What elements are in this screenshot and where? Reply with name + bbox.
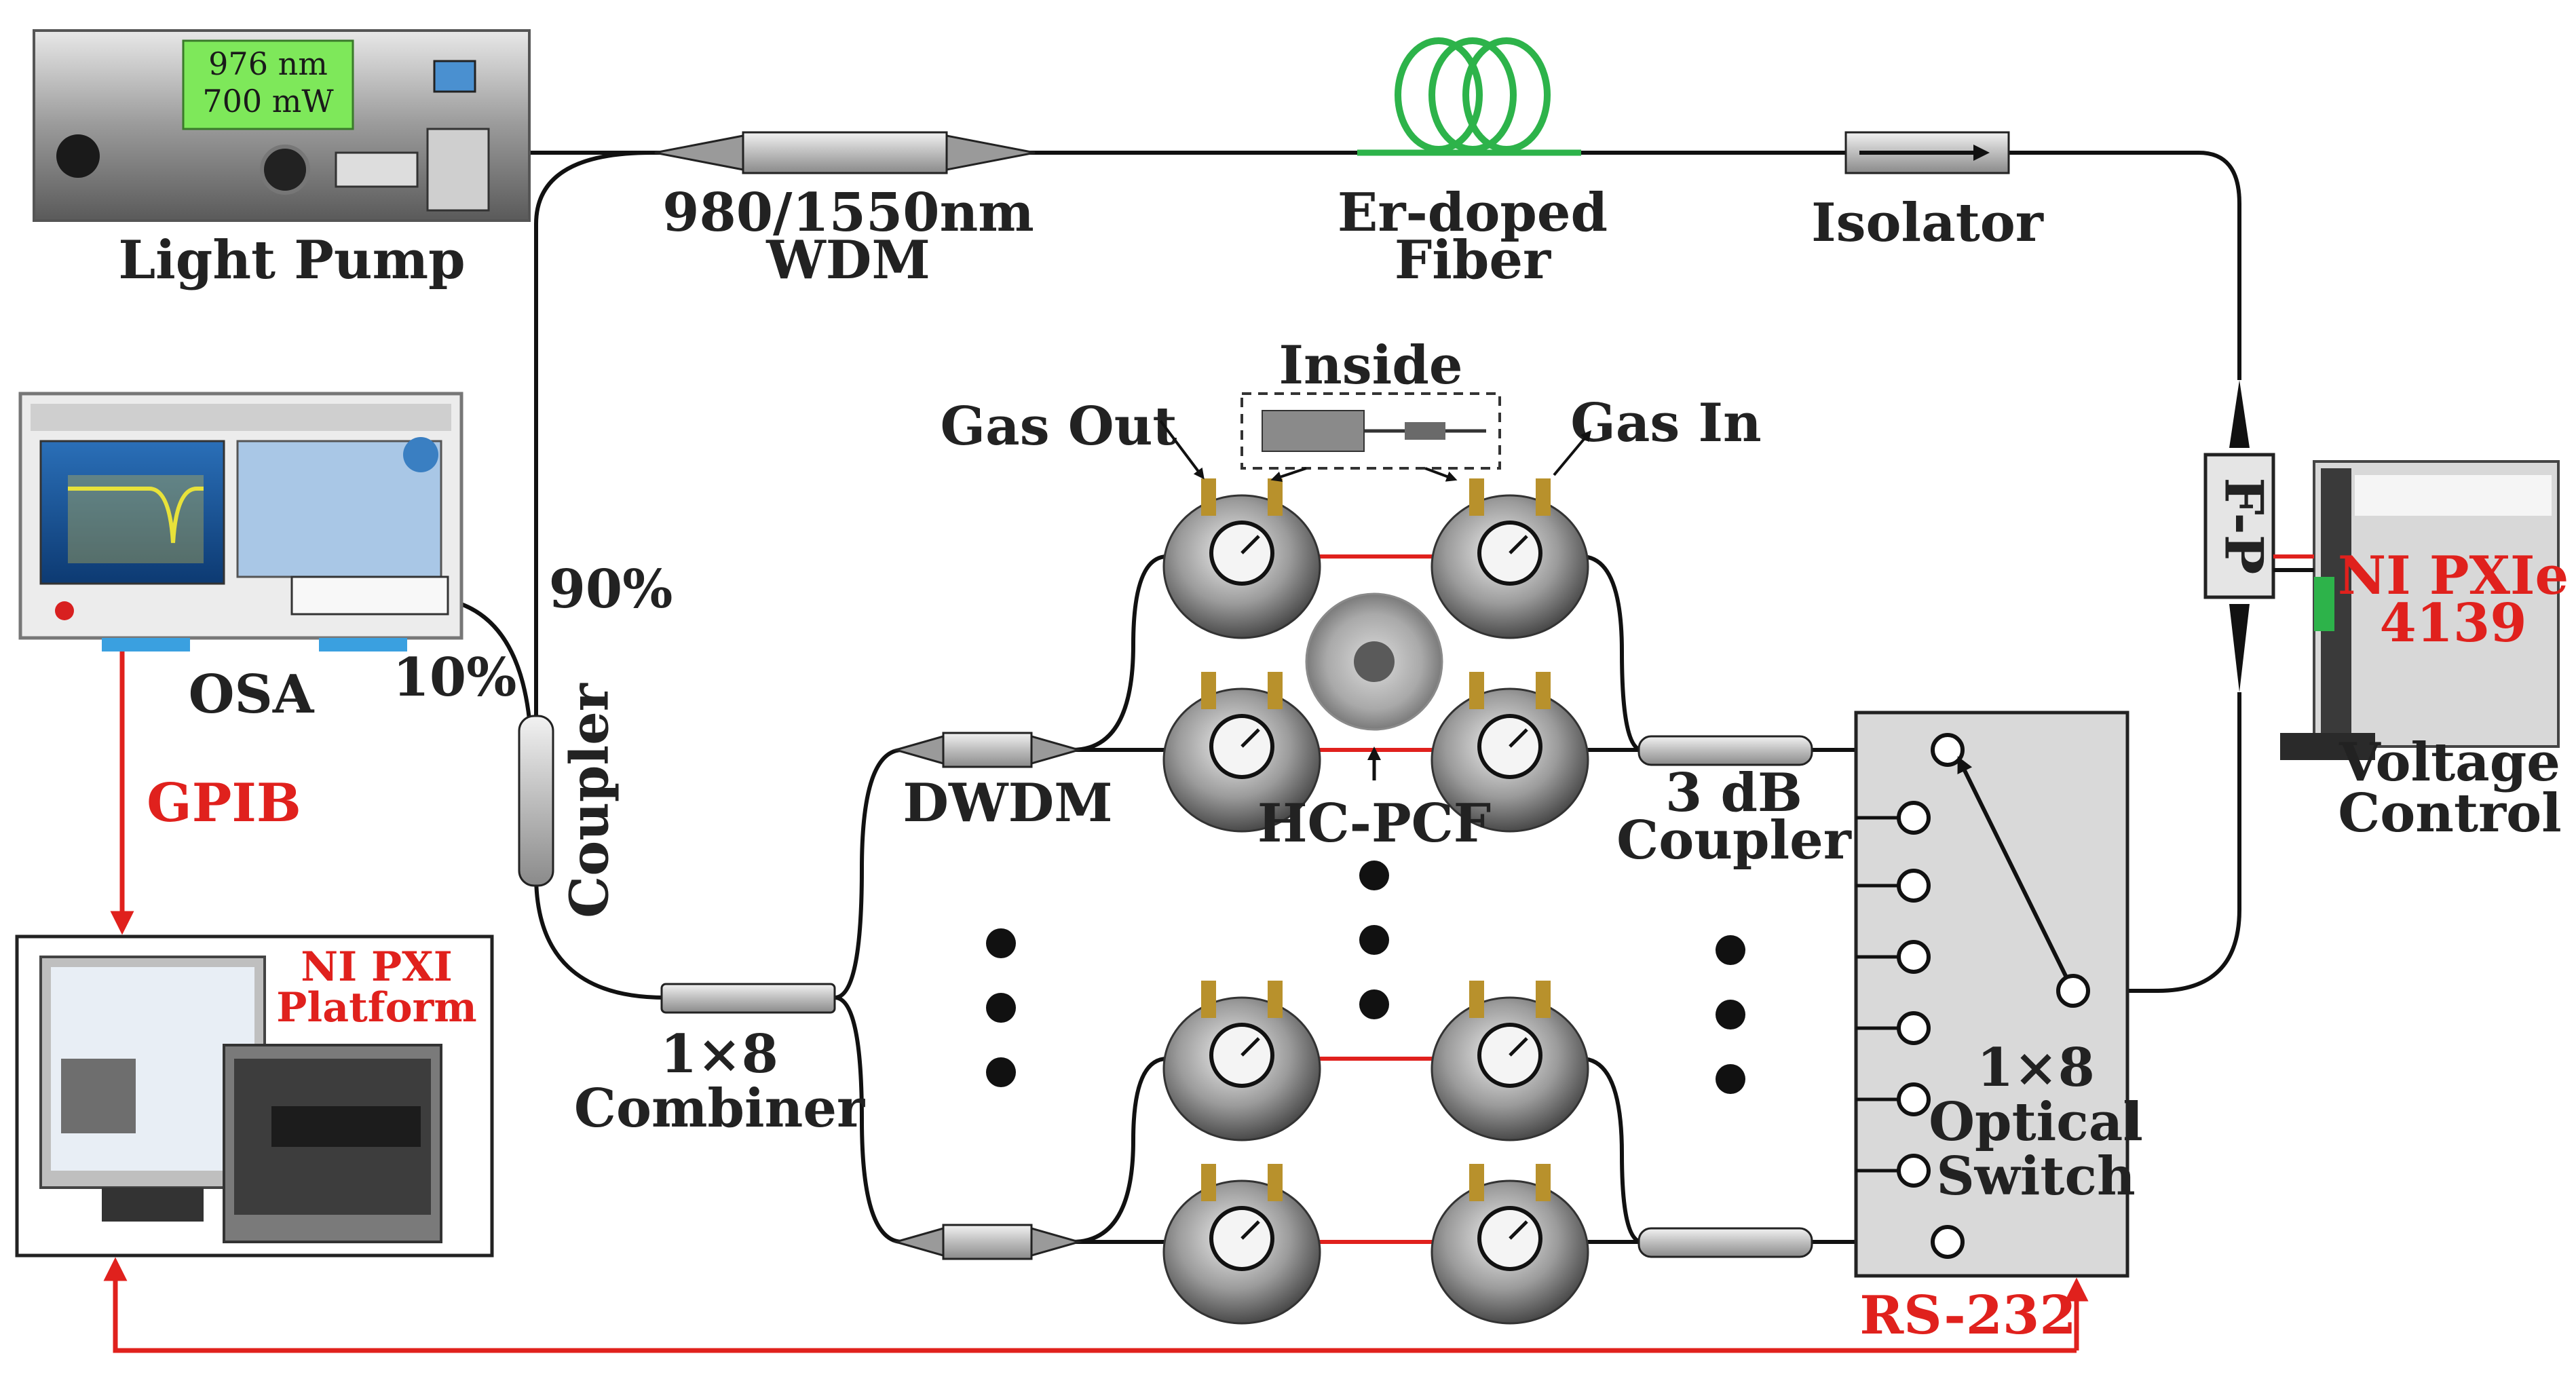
switch-ports — [1897, 733, 2090, 1259]
switch-lever — [1957, 756, 2068, 979]
fiber-cell-to-3db-1 — [1580, 554, 1643, 752]
gas-cell-row-8 — [1162, 1164, 1589, 1325]
dwdm-label: DWDM — [903, 772, 1112, 834]
ni-pxi-platform: NI PXI Platform — [15, 934, 494, 1258]
ni-pxie-label-top: NI PXIe — [2338, 545, 2569, 607]
isolator: Isolator — [1811, 131, 2044, 254]
osa-label: OSA — [189, 664, 315, 725]
optical-switch-1x8: 1×8 Optical Switch — [1854, 711, 2143, 1278]
gas-cell-row-2 — [1162, 672, 1589, 833]
pct-90-label: 90% — [549, 559, 673, 620]
pressure-gauge-icon — [1162, 672, 1321, 833]
coupler-tube — [518, 715, 554, 887]
ni-pxie-4139: NI PXIe 4139 Voltage Control — [2273, 460, 2569, 844]
fiber-combiner-to-dwdm1 — [834, 748, 903, 1000]
coupler: Coupler — [518, 683, 621, 918]
er-fiber-label-top: Er-doped — [1338, 182, 1608, 244]
gas-arrows — [1159, 419, 1592, 483]
computer-platform-icon — [39, 956, 442, 1243]
switch-label-1: 1×8 — [1977, 1037, 2095, 1099]
pressure-gauge-icon — [1431, 1164, 1589, 1325]
fiber-switch-to-fp — [2083, 692, 2241, 993]
voltage-label-bottom: Control — [2338, 782, 2562, 844]
inside-inset: Inside — [1240, 335, 1501, 470]
gas-cell-row-1 — [1162, 478, 1589, 639]
hc-pcf-cross-section — [1305, 592, 1443, 731]
rs232-link — [103, 1257, 2089, 1353]
fiber-combiner-to-dwdm8 — [834, 996, 903, 1244]
light-pump: 976 nm 700 mW Light Pump — [33, 29, 531, 291]
er-doped-fiber: Er-doped Fiber — [1338, 37, 1608, 291]
ni-pxie-label-bottom: 4139 — [2379, 592, 2526, 654]
fiber-paths — [420, 151, 2241, 1244]
ellipsis-dots — [986, 861, 1745, 1094]
wdm-label-top: 980/1550nm — [662, 182, 1034, 244]
pump-display — [182, 39, 354, 130]
combiner-1x8: 1×8 Combiner — [574, 983, 865, 1139]
spectrum-analyzer-icon — [18, 392, 463, 651]
fiber-wdm-to-coupler — [534, 151, 652, 719]
pump-power: 700 mW — [202, 83, 334, 119]
pressure-gauge-icon — [1162, 981, 1321, 1141]
fiber-dwdm1-upper — [1072, 554, 1168, 752]
combiner-label-bottom: Combiner — [574, 1078, 865, 1139]
combiner-label-top: 1×8 — [660, 1023, 778, 1085]
pump-output-port — [426, 128, 490, 212]
switch-label-3: Switch — [1936, 1146, 2135, 1207]
pump-switch-icon — [433, 60, 476, 93]
dwdm-8 — [892, 1224, 1083, 1260]
light-pump-label: Light Pump — [118, 229, 465, 291]
fp-filter: F-P — [2203, 380, 2275, 692]
fiber-cell-to-3db-8 — [1580, 1057, 1643, 1244]
pressure-gauge-icon — [1162, 478, 1321, 639]
pct-10-label: 10% — [393, 647, 517, 709]
coupler-3db-label-top: 3 dB — [1665, 762, 1802, 824]
gas-cell-row-7 — [1162, 981, 1589, 1141]
hc-pcf-label: HC-PCF — [1257, 793, 1491, 854]
switch-leads — [1856, 816, 1899, 1173]
gas-in-label: Gas In — [1570, 392, 1761, 454]
fiber-coupler-to-combiner — [534, 875, 666, 1000]
osa: OSA — [18, 392, 463, 725]
dwdm-1 — [892, 732, 1083, 768]
fiber-dwdm8-upper — [1072, 1057, 1168, 1244]
er-fiber-label-bottom: Fiber — [1395, 229, 1551, 291]
coupler-3db-1 — [1637, 735, 1813, 766]
ni-pxi-label-bottom: Platform — [276, 984, 476, 1032]
pump-wavelength: 976 nm — [208, 45, 328, 82]
fp-label: F-P — [2213, 478, 2275, 575]
pressure-gauge-icon — [1431, 981, 1589, 1141]
fiber-coil-icon — [1395, 37, 1551, 153]
wdm-980-1550: 980/1550nm WDM — [654, 131, 1036, 291]
coupler-3db-8 — [1637, 1227, 1813, 1258]
gas-out-label: Gas Out — [941, 396, 1177, 457]
ni-pxi-label-top: NI PXI — [301, 943, 453, 991]
voltage-label-top: Voltage — [2338, 732, 2560, 793]
coupler-label: Coupler — [559, 683, 621, 918]
pressure-gauge-icon — [1431, 672, 1589, 833]
pump-label-plate — [335, 151, 419, 188]
coupler-3db-label-bottom: Coupler — [1616, 810, 1852, 871]
pressure-gauge-icon — [1431, 478, 1589, 639]
hc-pcf-fibers — [1317, 554, 1439, 1244]
pump-key-icon — [56, 134, 100, 178]
pxie-module-icon — [2280, 460, 2560, 760]
fiber-top-ring — [475, 151, 2241, 380]
switch-label-2: Optical — [1929, 1091, 2143, 1153]
pressure-gauge-icon — [1162, 1164, 1321, 1325]
inside-label: Inside — [1279, 335, 1463, 396]
rs232-label: RS-232 — [1859, 1285, 2076, 1346]
isolator-label: Isolator — [1811, 192, 2044, 254]
gpib-label: GPIB — [147, 772, 301, 834]
wdm-label-bottom: WDM — [765, 229, 930, 291]
pump-knob-icon — [260, 145, 310, 195]
